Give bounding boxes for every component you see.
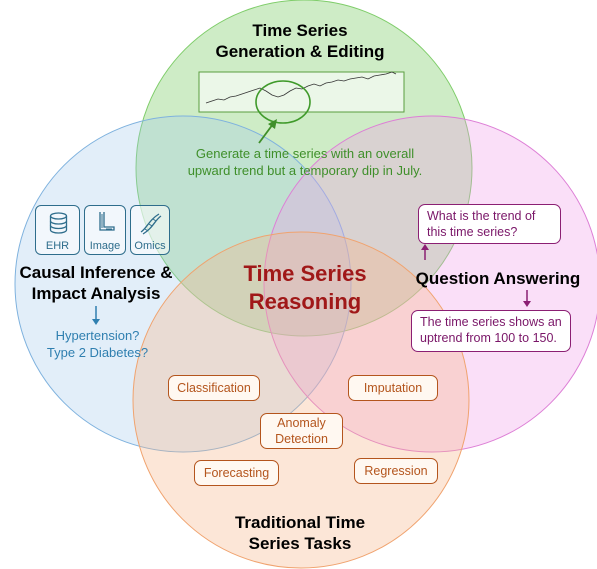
causal-title-line1: Causal Inference & (19, 263, 173, 282)
task-forecasting: Forecasting (194, 460, 279, 486)
task-forecasting-label: Forecasting (203, 466, 270, 480)
causal-title-line2: Impact Analysis (31, 284, 161, 303)
task-anomaly-line2: Detection (275, 432, 328, 446)
generation-title-line2: Generation & Editing (215, 42, 385, 61)
center-title-line2: Reasoning (248, 289, 362, 314)
causal-answer-line2: Type 2 Diabetes? (46, 345, 149, 360)
arrow-to-diagnosis-head (92, 319, 100, 325)
qa-answer-box: The time series shows an uptrend from 10… (411, 310, 571, 352)
dna-icon (140, 213, 162, 235)
time-series-plot-frame (198, 71, 405, 113)
modality-omics: Omics (130, 205, 170, 255)
qa-answer-line1: The time series shows an (420, 315, 562, 329)
task-anomaly-detection: Anomaly Detection (260, 413, 343, 449)
qa-title-text: Question Answering (415, 269, 581, 288)
qa-question-box: What is the trend of this time series? (418, 204, 561, 244)
arrow-to-dip-head (268, 119, 277, 129)
causal-answer: Hypertension? Type 2 Diabetes? (30, 327, 165, 361)
modality-omics-label: Omics (134, 240, 166, 252)
qa-answer-line2: uptrend from 100 to 150. (420, 331, 557, 345)
causal-title: Causal Inference & Impact Analysis (0, 262, 192, 304)
generation-title: Time Series Generation & Editing (180, 20, 420, 62)
task-anomaly-line1: Anomaly (277, 416, 326, 430)
task-regression: Regression (354, 458, 438, 484)
arrow-down-to-answer-head (523, 301, 531, 307)
traditional-title: Traditional Time Series Tasks (180, 512, 420, 554)
generation-prompt: Generate a time series with an overall u… (160, 145, 450, 179)
generation-title-line1: Time Series (252, 21, 348, 40)
task-classification: Classification (168, 375, 260, 401)
modality-image: Image (84, 205, 126, 255)
modality-ehr: EHR (35, 205, 80, 255)
task-imputation: Imputation (348, 375, 438, 401)
task-regression-label: Regression (364, 464, 428, 478)
task-classification-label: Classification (177, 381, 251, 395)
arrow-to-dip (258, 123, 274, 144)
database-icon (49, 212, 68, 234)
arrow-up-to-question-head (421, 244, 429, 250)
generation-prompt-line2: upward trend but a temporary dip in July… (187, 163, 423, 178)
qa-title: Question Answering (408, 268, 588, 289)
modality-image-label: Image (89, 240, 121, 252)
qa-question-line1: What is the trend of (427, 209, 536, 223)
pink-circle (263, 115, 597, 453)
causal-answer-line1: Hypertension? (55, 328, 140, 343)
time-series-line (205, 71, 397, 104)
dip-highlight (255, 80, 311, 124)
qa-question-line2: this time series? (427, 225, 518, 239)
generation-prompt-line1: Generate a time series with an overall (195, 146, 415, 161)
blue-circle (14, 115, 352, 453)
center-title-line1: Time Series (243, 261, 367, 286)
traditional-title-line2: Series Tasks (248, 534, 352, 553)
modality-ehr-label: EHR (45, 240, 70, 252)
center-title: Time Series Reasoning (200, 260, 410, 316)
traditional-title-line1: Traditional Time (234, 513, 366, 532)
foot-xray-icon (99, 212, 115, 231)
task-imputation-label: Imputation (363, 381, 423, 395)
